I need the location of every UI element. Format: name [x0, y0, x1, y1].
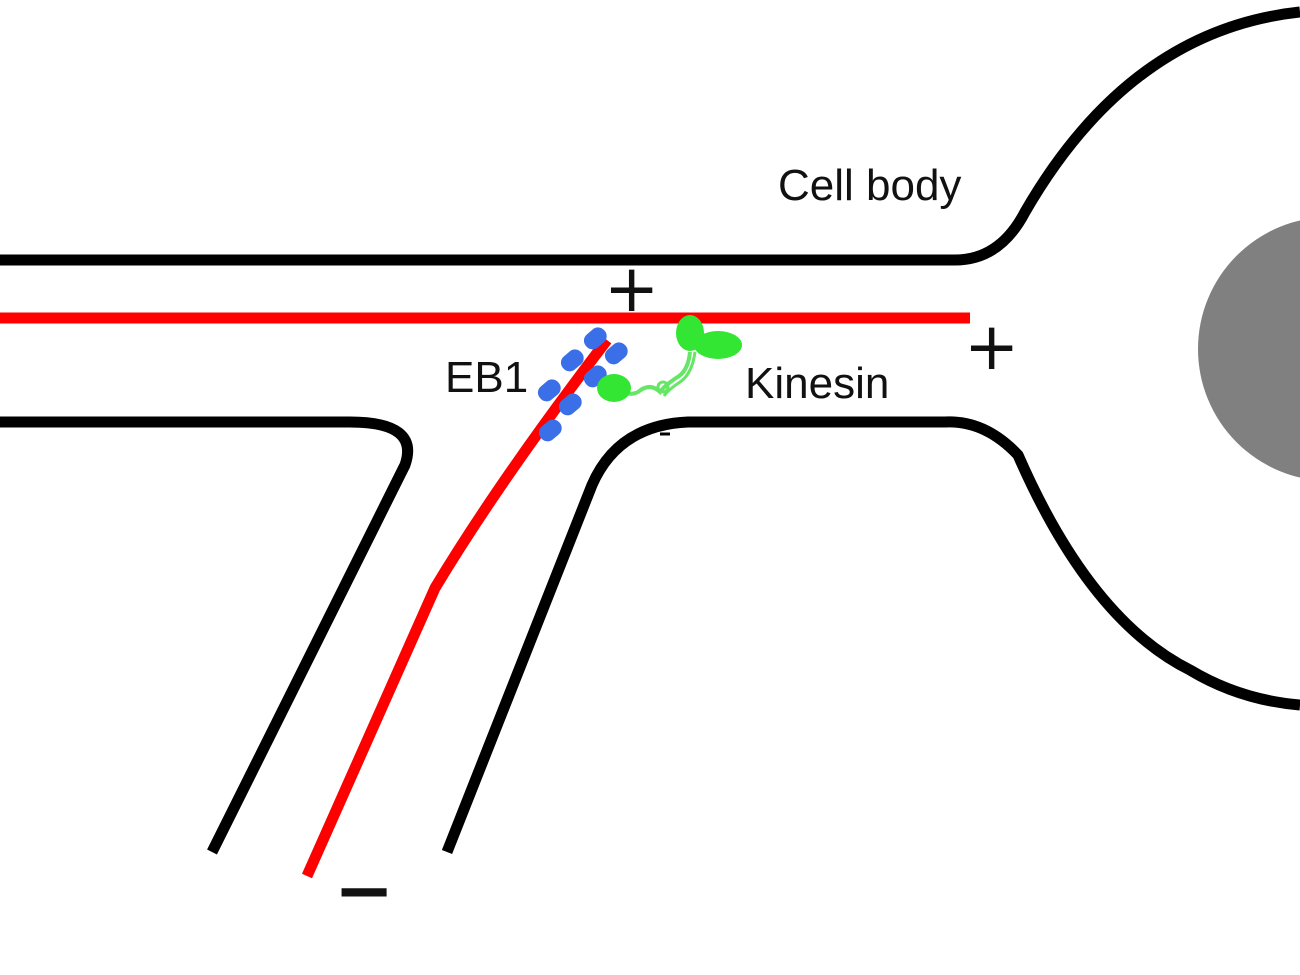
kinesin-stalk [662, 351, 697, 397]
kinesin-cargo-tail [597, 374, 631, 402]
axon-bottom-left-membrane [0, 416, 414, 855]
kinesin-label: Kinesin [745, 359, 890, 408]
microtubules [0, 312, 970, 879]
eb1-protein [558, 393, 582, 416]
axon-top-membrane [0, 6, 1300, 266]
eb1-protein [537, 379, 561, 402]
eb1-protein [583, 327, 607, 350]
eb1-cluster [537, 327, 628, 442]
nucleus [1198, 220, 1300, 478]
membrane-outline [0, 6, 1300, 855]
kinesin-motor [597, 315, 742, 402]
kinesin-head [694, 331, 742, 359]
eb1-protein [560, 349, 584, 372]
minus-end-bottom: − [334, 848, 395, 932]
branch-right-membrane [441, 416, 1300, 855]
eb1-label: EB1 [445, 353, 529, 402]
kinesin-coil [656, 380, 670, 394]
cell-body-label: Cell body [778, 161, 962, 210]
eb1-protein [538, 419, 562, 442]
eb1-protein [604, 342, 628, 365]
plus-end-top: + [604, 250, 660, 327]
plus-end-right: + [964, 308, 1020, 385]
microtubule-branch [301, 336, 612, 879]
